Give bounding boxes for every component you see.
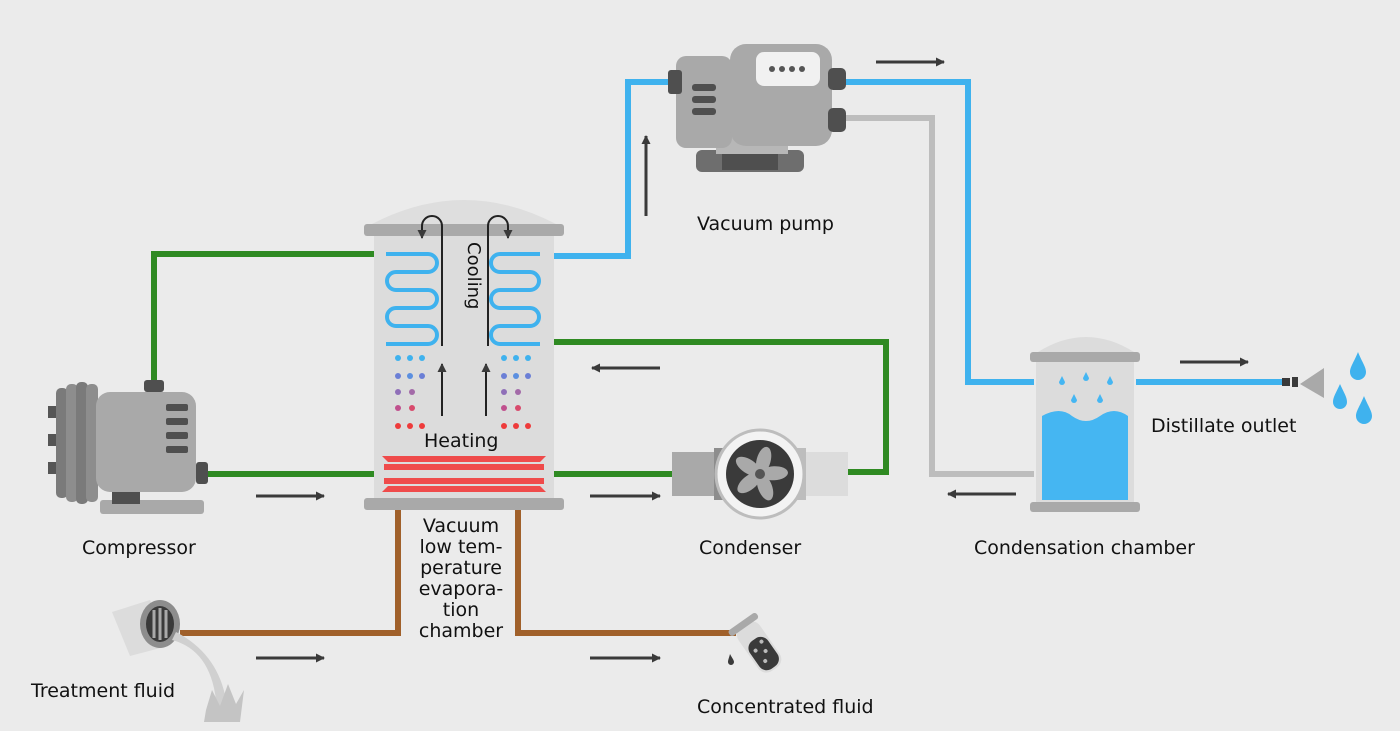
condensation-chamber-label: Condensation chamber [974, 537, 1195, 559]
vacuum-pump-icon [668, 44, 846, 172]
compressor-icon [48, 380, 208, 514]
vapor-dots-left [395, 355, 425, 429]
treatment-fluid-label: Treatment fluid [31, 680, 176, 702]
spray-nozzle-icon [1282, 368, 1324, 398]
treatment-fluid-pipe [180, 510, 401, 636]
cooling-coil-right [489, 252, 541, 346]
concentrate-pipe [515, 510, 736, 636]
cooling-label: Cooling [463, 242, 484, 310]
refrigerant-pipe-return [540, 339, 889, 475]
vacuum-pump-label: Vacuum pump [697, 213, 834, 235]
cooling-coil-left [385, 252, 439, 346]
chamber-label-line: low tem- [419, 536, 503, 558]
evaporation-chamber-label: Vacuum low tem- perature evapora- tion c… [408, 516, 514, 642]
heating-label: Heating [424, 430, 499, 452]
pouring-barrel-icon [112, 600, 244, 722]
refrigerant-pipe-to-chamber [151, 251, 386, 382]
chamber-label-line: Vacuum [422, 515, 500, 537]
circulation-arrows [417, 215, 513, 416]
condensation-tank-icon [1030, 337, 1140, 512]
chamber-label-line: evapora- [418, 578, 504, 600]
chamber-label-line: chamber [418, 620, 504, 642]
evaporation-chamber [364, 200, 564, 510]
water-drop-icon [1333, 352, 1372, 424]
chamber-label-line: tion [442, 599, 480, 621]
gray-return-pipe [846, 115, 1034, 477]
flow-arrows [256, 57, 1249, 663]
heater-element [382, 456, 546, 492]
chamber-label-line: perature [420, 557, 502, 579]
drip-icon [728, 654, 734, 665]
condenser-fan-icon [672, 428, 848, 520]
distillate-outlet-label: Distillate outlet [1151, 415, 1297, 437]
compressor-label: Compressor [82, 537, 196, 559]
vapor-dots-right [501, 355, 531, 429]
vapor-pipe-to-pump [540, 79, 668, 259]
concentrated-fluid-label: Concentrated fluid [697, 696, 874, 718]
vapor-pipe-to-condensation [846, 79, 1034, 385]
condenser-label: Condenser [699, 537, 802, 559]
test-tube-icon [728, 613, 782, 673]
